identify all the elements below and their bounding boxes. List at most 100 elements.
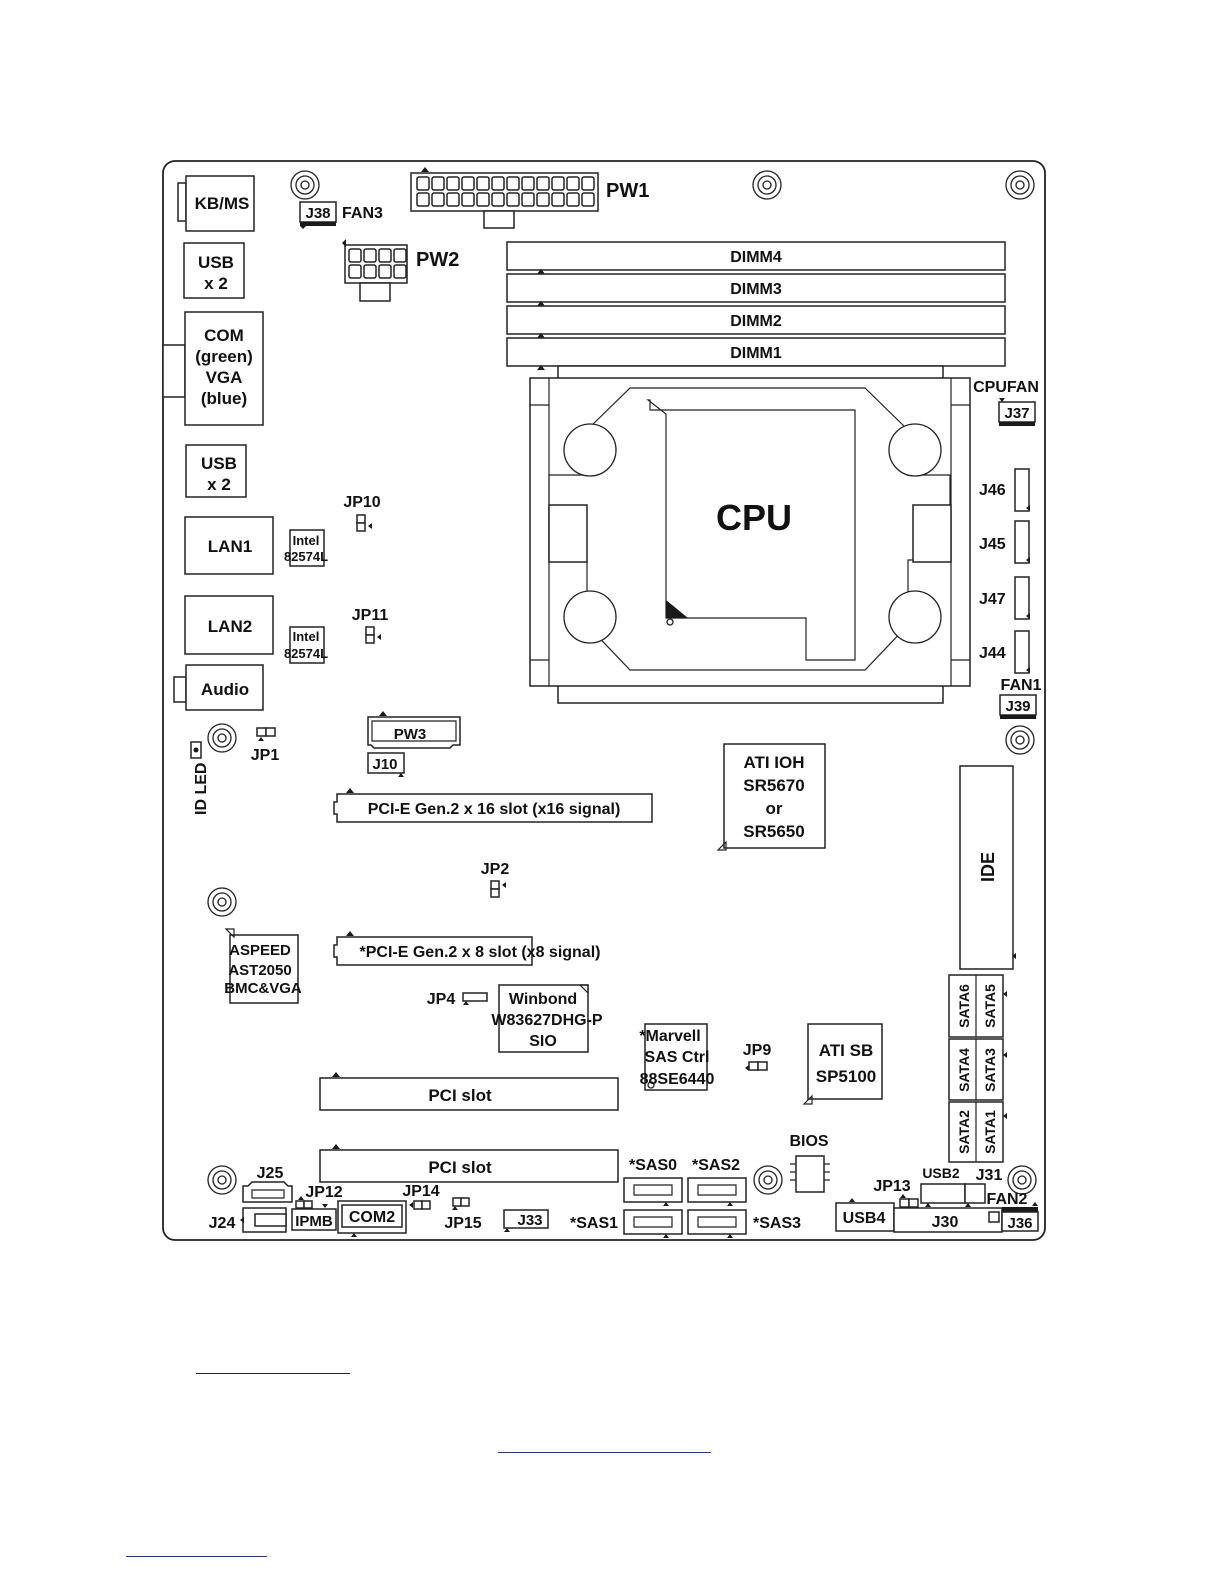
com2-label: COM2	[349, 1209, 395, 1226]
usb4-label: USB4	[843, 1210, 886, 1227]
id-led-label: ID LED	[193, 763, 210, 815]
pcie-x16-slot: PCI-E Gen.2 x 16 slot (x16 signal)	[333, 788, 653, 823]
j31-label: J31	[976, 1167, 1003, 1184]
jp9-jumper: JP9	[743, 1042, 772, 1071]
jp12-label: JP12	[305, 1184, 342, 1201]
pci2-label: PCI slot	[428, 1158, 492, 1177]
power-pin	[476, 176, 490, 191]
sas-connectors: *SAS0 *SAS2 *SAS1 *SAS3	[570, 1157, 801, 1238]
power-pin	[521, 192, 535, 207]
jp11-label: JP11	[352, 607, 389, 624]
intel-lan-chip-2: Intel 82574L	[284, 626, 328, 664]
dimm-slots: DIMM4 DIMM3 DIMM2 DIMM1	[506, 241, 1006, 370]
jp2-jumper: JP2	[481, 861, 510, 898]
sas0-label: *SAS0	[629, 1157, 677, 1174]
j30-header: J30	[893, 1207, 1003, 1233]
pci-slot-2: PCI slot	[319, 1144, 619, 1183]
intel2-label-1: Intel	[293, 629, 320, 644]
jp13-label: JP13	[873, 1178, 910, 1195]
j10-header: J10	[367, 752, 405, 777]
power-pin	[348, 264, 362, 279]
cpu-socket: CPU	[529, 365, 971, 704]
aspeed-label-1: ASPEED	[229, 942, 291, 959]
jp14-label: JP14	[402, 1183, 439, 1200]
sata3-label: SATA3	[982, 1048, 998, 1092]
sata2-label: SATA2	[956, 1110, 972, 1154]
fan2-label: FAN2	[987, 1191, 1028, 1208]
jp1-jumper: JP1	[251, 727, 279, 764]
usb4-header: USB4	[835, 1198, 895, 1232]
link-underline-bottom[interactable]	[126, 1556, 267, 1557]
usb-top-port: USB x 2	[183, 242, 245, 299]
winbond-sio-chip: Winbond W83627DHG-P SIO	[491, 984, 603, 1053]
j47-label: J47	[979, 591, 1006, 608]
power-pin	[506, 176, 520, 191]
power-pin	[378, 248, 392, 263]
intel2-label-2: 82574L	[284, 646, 328, 661]
power-pin	[363, 248, 377, 263]
link-underline[interactable]	[498, 1452, 711, 1453]
power-pin	[566, 192, 580, 207]
j24-header: J24	[209, 1207, 287, 1233]
j24-label: J24	[209, 1215, 236, 1232]
com-label: COM	[204, 326, 244, 345]
ati-sb-chip: ATI SB SP5100	[802, 1023, 883, 1105]
power-pin	[551, 176, 565, 191]
jp12-jumper: JP12	[295, 1184, 343, 1209]
cpufan-label: CPUFAN	[973, 379, 1039, 396]
power-pin	[416, 192, 430, 207]
power-pin	[491, 176, 505, 191]
kbms-label: KB/MS	[195, 194, 250, 213]
pw1-connector: PW1	[410, 167, 649, 229]
usb-mid-label-1: USB	[201, 454, 237, 473]
power-pin	[551, 192, 565, 207]
winbond-label-3: SIO	[529, 1033, 557, 1050]
sas2-label: *SAS2	[692, 1157, 740, 1174]
dimm3-label: DIMM3	[730, 281, 782, 298]
marvell-label-3: 88SE6440	[640, 1071, 715, 1088]
usb2-header: USB2	[920, 1165, 966, 1207]
id-led: ID LED	[190, 741, 210, 815]
winbond-label-1: Winbond	[509, 991, 577, 1008]
lan1-port: LAN1	[184, 516, 274, 575]
dimm1-slot: DIMM1	[506, 337, 1006, 370]
jp15-label: JP15	[444, 1215, 481, 1232]
fan2-header: FAN2 J36	[987, 1191, 1039, 1232]
power-pin	[363, 264, 377, 279]
power-pin	[446, 176, 460, 191]
pw3-label: PW3	[394, 726, 427, 743]
usb-top-label-1: USB	[198, 253, 234, 272]
pw3-connector: PW3	[367, 711, 461, 749]
ioh-label-4: SR5650	[743, 822, 804, 841]
audio-label: Audio	[201, 680, 249, 699]
audio-port: Audio	[173, 664, 264, 711]
power-pin	[431, 176, 445, 191]
j38-label: J38	[305, 205, 330, 222]
usb-mid-label-2: x 2	[207, 475, 231, 494]
j33-label: J33	[517, 1212, 542, 1229]
sas1-label: *SAS1	[570, 1215, 618, 1232]
winbond-label-2: W83627DHG-P	[491, 1012, 602, 1029]
pcie8-label: *PCI-E Gen.2 x 8 slot (x8 signal)	[360, 944, 601, 961]
pw2-connector: PW2	[342, 239, 459, 302]
jp9-label: JP9	[743, 1042, 772, 1059]
jp10-jumper: JP10	[343, 494, 381, 532]
aspeed-label-3: BMC&VGA	[224, 980, 302, 997]
jp10-label: JP10	[343, 494, 380, 511]
power-pin	[536, 176, 550, 191]
jp2-label: JP2	[481, 861, 510, 878]
pw1-label: PW1	[606, 180, 649, 202]
j46-label: J46	[979, 482, 1006, 499]
power-pin	[378, 264, 392, 279]
pci-slot-1: PCI slot	[319, 1072, 619, 1111]
j39-label: J39	[1005, 698, 1030, 715]
power-pin	[461, 176, 475, 191]
pcie16-label: PCI-E Gen.2 x 16 slot (x16 signal)	[368, 801, 621, 818]
lan2-port: LAN2	[184, 595, 274, 655]
ioh-label-2: SR5670	[743, 776, 804, 795]
pw2-label: PW2	[416, 249, 459, 271]
cpu-label: CPU	[716, 497, 792, 538]
power-pin	[431, 192, 445, 207]
ipmb-label: IPMB	[295, 1213, 333, 1230]
